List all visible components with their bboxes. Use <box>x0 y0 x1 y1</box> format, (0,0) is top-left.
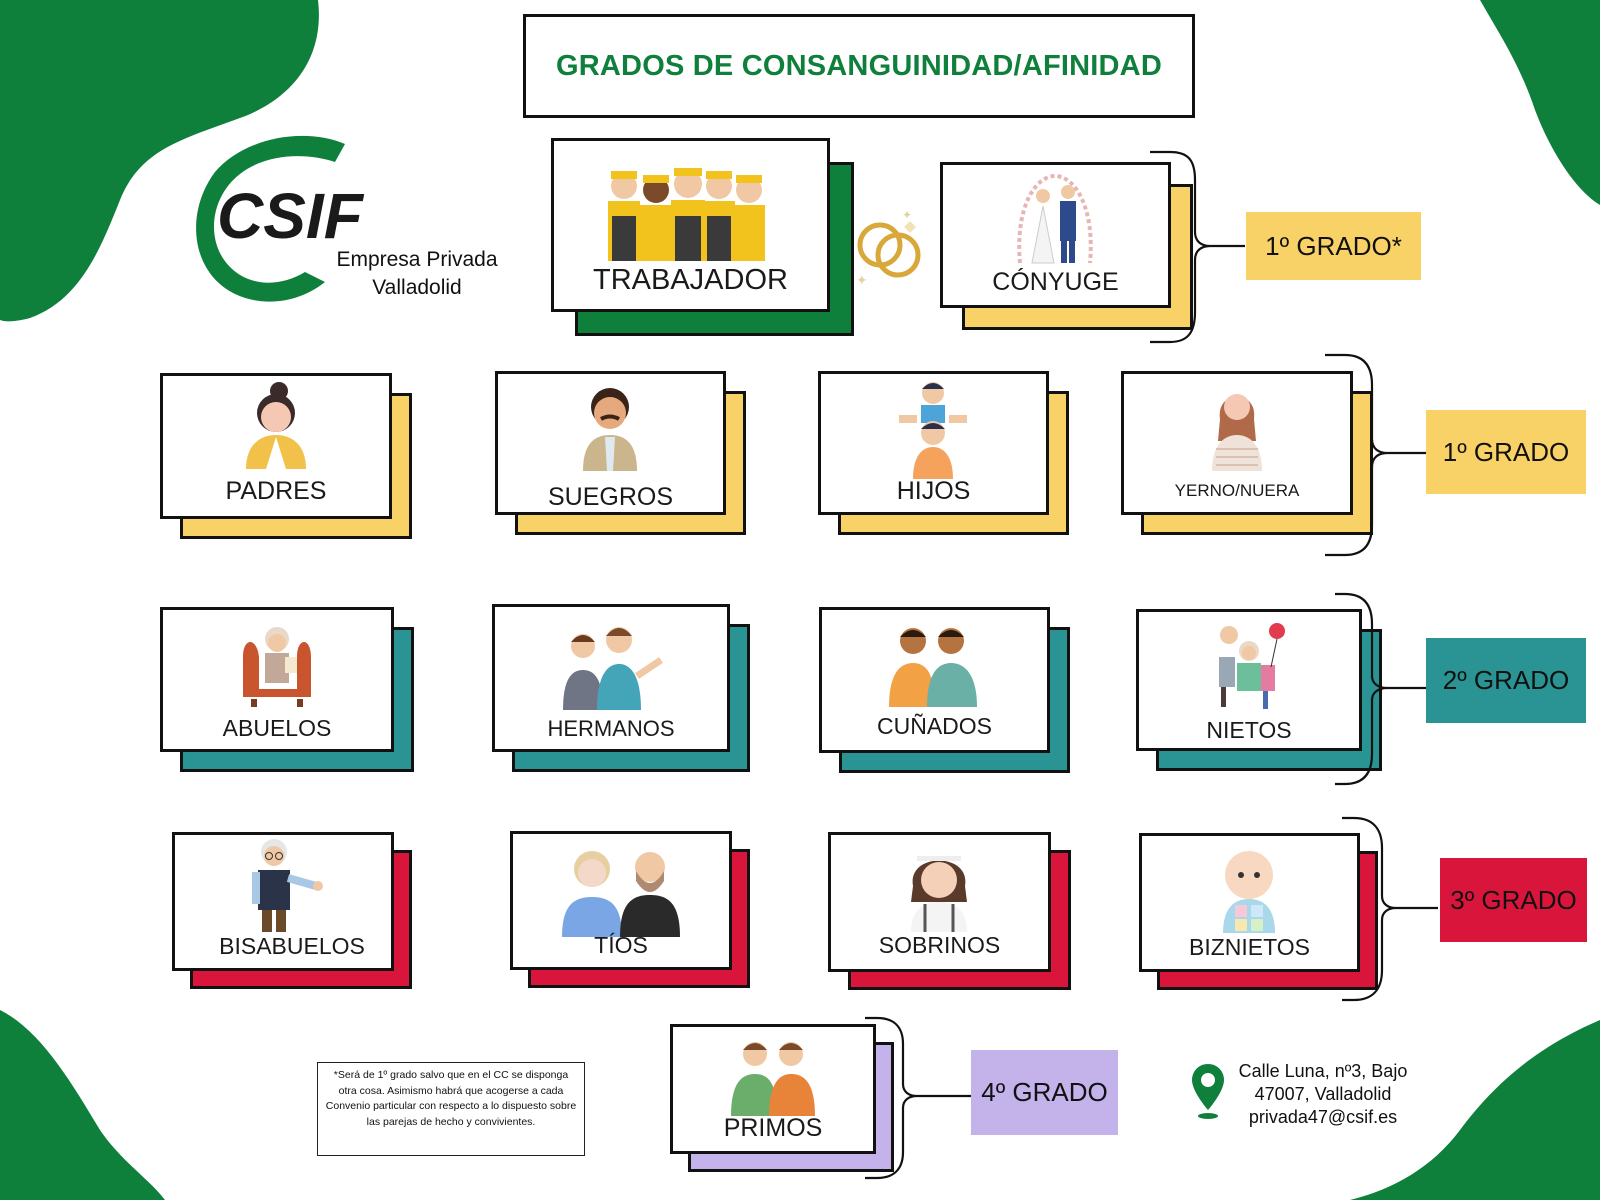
card-hermanos: HERMANOS <box>492 604 750 772</box>
card-abuelos: ABUELOS <box>160 607 414 772</box>
bracket-grade4 <box>865 1016 971 1180</box>
mother-icon <box>246 382 306 469</box>
label-bisabuelos: BISABUELOS <box>219 933 365 959</box>
baby-icon <box>1223 851 1275 933</box>
logo-line-2: Valladolid <box>372 276 462 299</box>
bracket-grade3 <box>1342 816 1438 1002</box>
grade-badge-row2: 2º GRADO <box>1426 638 1586 723</box>
card-primos: PRIMOS <box>670 1024 894 1172</box>
grade-badge-row1: 1º GRADO <box>1426 410 1586 494</box>
svg-text:✦: ✦ <box>902 208 912 222</box>
label-abuelos: ABUELOS <box>222 715 332 741</box>
footnote: *Será de 1º grado salvo que en el CC se … <box>317 1062 585 1156</box>
card-yerno-nuera: YERNO/NUERA <box>1121 371 1373 535</box>
title-box: GRADOS DE CONSANGUINIDAD/AFINIDAD <box>523 14 1195 118</box>
bracket-grade1 <box>1325 353 1427 557</box>
svg-text:✦: ✦ <box>856 272 868 288</box>
location-pin-icon <box>1192 1064 1224 1119</box>
label-suegros: SUEGROS <box>547 483 674 511</box>
card-padres: PADRES <box>160 373 412 539</box>
csif-logo-text: CSIF <box>217 180 365 252</box>
label-padres: PADRES <box>225 477 327 505</box>
label-cunados: CUÑADOS <box>876 713 992 739</box>
address-block: Calle Luna, nº3, Bajo 47007, Valladolid … <box>1228 1060 1418 1129</box>
corner-blob-top-left <box>0 0 319 322</box>
label-sobrinos: SOBRINOS <box>878 932 1001 958</box>
bracket-grade1-star <box>1150 150 1245 344</box>
workers-icon <box>608 168 765 261</box>
address-line-1: Calle Luna, nº3, Bajo <box>1238 1061 1408 1081</box>
cousins-icon <box>731 1042 815 1116</box>
wedding-rings-icon: ✦ ✦ <box>856 208 921 288</box>
label-primos: PRIMOS <box>723 1114 823 1142</box>
card-tios: TÍOS <box>510 831 750 988</box>
aunt-uncle-icon <box>562 851 680 937</box>
card-cunados: CUÑADOS <box>819 607 1070 773</box>
corner-blob-bottom-right <box>1350 1020 1600 1200</box>
corner-blob-bottom-left <box>0 1010 165 1200</box>
card-bisabuelos: BISABUELOS <box>172 832 412 989</box>
grandmother-icon <box>243 627 311 707</box>
card-hijos: HIJOS <box>818 371 1069 535</box>
card-sobrinos: SOBRINOS <box>828 832 1071 990</box>
label-hermanos: HERMANOS <box>547 716 675 741</box>
card-trabajador: TRABAJADOR <box>551 138 854 336</box>
address-email[interactable]: privada47@csif.es <box>1248 1107 1398 1127</box>
grade-badge-row3: 3º GRADO <box>1440 858 1587 942</box>
label-tios: TÍOS <box>594 932 648 958</box>
daughter-in-law-icon <box>1212 394 1262 471</box>
father-in-law-icon <box>583 388 637 471</box>
grandchildren-icon <box>1219 623 1285 709</box>
children-icon <box>899 382 967 479</box>
label-trabajador: TRABAJADOR <box>593 264 788 296</box>
great-grandfather-icon <box>252 839 323 932</box>
corner-blob-top-right <box>1480 0 1600 205</box>
niece-icon <box>911 856 967 932</box>
label-biznietos: BIZNIETOS <box>1189 934 1310 960</box>
bracket-grade2 <box>1335 592 1427 786</box>
address-line-2: 47007, Valladolid <box>1254 1084 1392 1104</box>
card-biznietos: BIZNIETOS <box>1139 833 1378 990</box>
logo-subtitle: Empresa Privada Valladolid <box>322 246 512 302</box>
grade-badge-row4: 4º GRADO <box>971 1050 1118 1135</box>
bride-groom-icon <box>1017 173 1093 264</box>
label-hijos: HIJOS <box>896 477 971 505</box>
brothers-in-law-icon <box>889 628 977 707</box>
page-title: GRADOS DE CONSANGUINIDAD/AFINIDAD <box>556 49 1162 82</box>
card-conyuge: CÓNYUGE <box>940 162 1193 330</box>
label-yerno-nuera: YERNO/NUERA <box>1174 481 1300 500</box>
grade-badge-row0: 1º GRADO* <box>1246 212 1421 280</box>
card-suegros: SUEGROS <box>495 371 746 535</box>
label-nietos: NIETOS <box>1206 717 1292 743</box>
label-conyuge: CÓNYUGE <box>992 268 1119 296</box>
card-nietos: NIETOS <box>1136 609 1382 771</box>
logo-line-1: Empresa Privada <box>336 248 498 271</box>
csif-logo: CSIF <box>196 135 365 302</box>
brothers-icon <box>563 627 663 710</box>
